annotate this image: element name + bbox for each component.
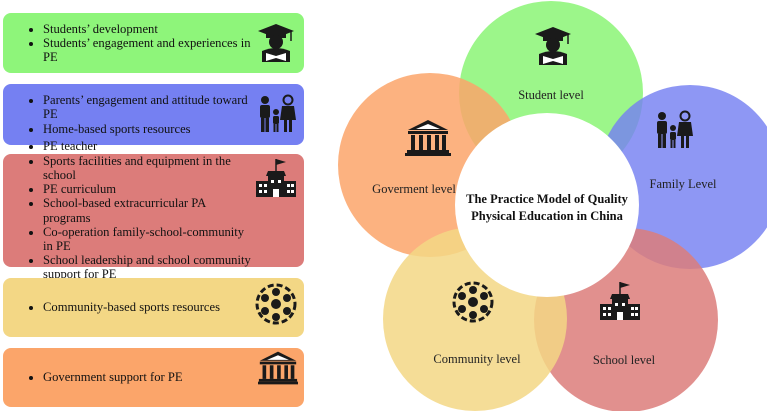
list-item: PE teacher bbox=[43, 139, 256, 153]
list-item: Co-operation family-school-community in … bbox=[43, 225, 256, 253]
community-factor-list: Community-based sports resources bbox=[21, 300, 220, 314]
family-level-box: Parents’ engagement and attitude toward … bbox=[3, 84, 304, 145]
student-reading-icon bbox=[257, 23, 295, 63]
government-level-label: Goverment level bbox=[372, 182, 456, 196]
school-building-icon bbox=[255, 158, 297, 198]
center-title-line-1: The Practice Model of Quality bbox=[466, 192, 629, 206]
list-item: Parents’ engagement and attitude toward … bbox=[43, 93, 256, 121]
community-level-box: Community-based sports resources bbox=[3, 278, 304, 337]
list-item: School-based extracurricular PA programs bbox=[43, 196, 256, 224]
government-level-box: Government support for PE bbox=[3, 348, 304, 407]
practice-model-diagram: The Practice Model of Quality Physical E… bbox=[338, 1, 767, 411]
family-icon bbox=[259, 94, 297, 133]
list-item: Government support for PE bbox=[43, 370, 183, 384]
school-factor-list: PE teacher Sports facilities and equipme… bbox=[21, 139, 256, 281]
center-circle bbox=[455, 113, 639, 297]
student-level-label: Student level bbox=[518, 88, 584, 102]
school-level-label: School level bbox=[593, 353, 656, 367]
student-level-box: Students’ development Students’ engageme… bbox=[3, 13, 304, 73]
government-factor-list: Government support for PE bbox=[21, 370, 183, 384]
government-building-icon bbox=[258, 351, 298, 385]
list-item: Students’ development bbox=[43, 22, 256, 36]
list-item: Sports facilities and equipment in the s… bbox=[43, 154, 256, 182]
community-level-label: Community level bbox=[433, 352, 521, 366]
list-item: Students’ engagement and experiences in … bbox=[43, 36, 256, 64]
family-factor-list: Parents’ engagement and attitude toward … bbox=[21, 93, 256, 136]
family-level-label: Family Level bbox=[650, 177, 718, 191]
list-item: PE curriculum bbox=[43, 182, 256, 196]
list-item: Community-based sports resources bbox=[43, 300, 220, 314]
center-title-line-2: Physical Education in China bbox=[471, 209, 624, 223]
family-level-circle bbox=[598, 85, 767, 269]
community-icon bbox=[255, 283, 297, 325]
list-item: Home-based sports resources bbox=[43, 122, 256, 136]
list-item: School leadership and school community s… bbox=[43, 253, 256, 281]
student-factor-list: Students’ development Students’ engageme… bbox=[21, 22, 256, 65]
school-level-box: PE teacher Sports facilities and equipme… bbox=[3, 139, 304, 281]
